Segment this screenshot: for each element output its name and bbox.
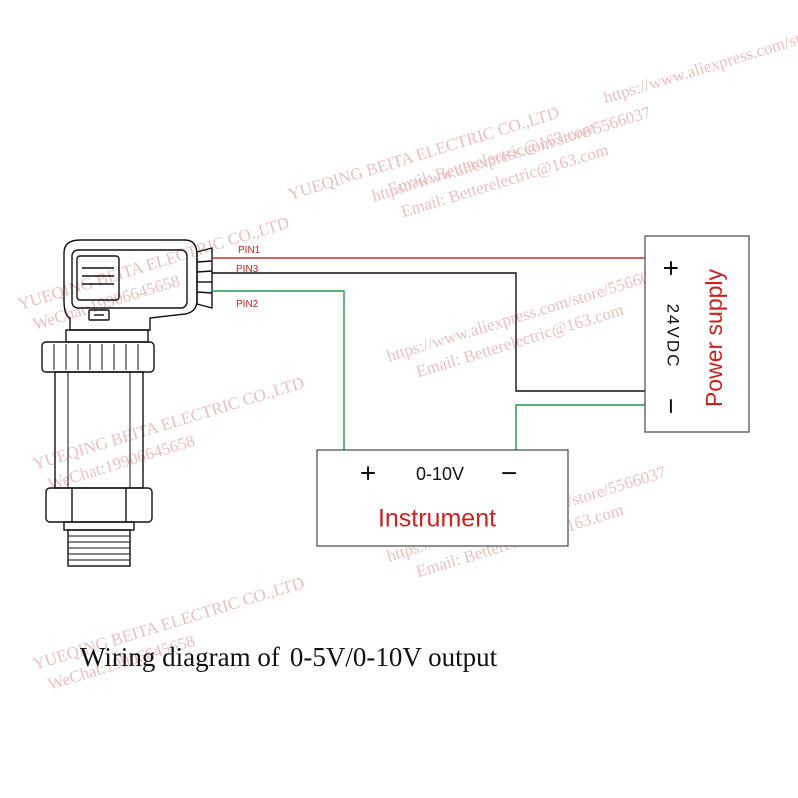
pressure-transmitter — [41, 239, 213, 567]
collar — [63, 521, 135, 531]
connector-inner-frame — [71, 249, 188, 309]
power-supply-voltage: 24VDC — [664, 304, 683, 369]
watermark-company: YUEQING BEITA ELECTRIC CO.,LTD — [31, 373, 307, 474]
wire-pin2-green — [212, 290, 345, 450]
connector-screw — [88, 309, 110, 321]
power-supply-label: Power supply — [701, 268, 727, 407]
power-supply-box: + 24VDC − Power supply — [644, 235, 750, 433]
knurled-ring — [41, 341, 155, 373]
caption-part2: 0-5V/0-10V output — [289, 642, 498, 672]
instrument-plus: + — [360, 457, 376, 488]
cable-gland — [196, 247, 213, 309]
power-supply-minus: − — [656, 398, 687, 414]
pin1-label: PIN1 — [238, 245, 261, 256]
instrument-label: Instrument — [378, 505, 496, 533]
wires — [212, 257, 645, 450]
watermark-url: https://www.aliexpress.com/store/5566037 — [601, 4, 798, 107]
pin2-label: PIN2 — [236, 299, 259, 310]
hex-nut — [45, 487, 153, 523]
caption-part1: Wiring diagram of — [80, 642, 280, 672]
diagram-caption: Wiring diagram of 0-5V/0-10V output — [80, 642, 497, 673]
instrument-box: + 0-10V − Instrument — [316, 449, 569, 547]
connector-label-plate — [76, 255, 120, 301]
knurl-lines — [53, 344, 139, 370]
instrument-range: 0-10V — [416, 464, 464, 484]
instrument-minus: − — [501, 457, 517, 488]
watermark-url: https://www.aliexpress.com/store/5566037 — [384, 262, 668, 365]
wire-pin3-black — [212, 272, 645, 392]
neck — [65, 329, 149, 343]
wire-instrument-minus-green — [515, 404, 645, 450]
thread-lines — [68, 535, 130, 561]
power-supply-plus: + — [656, 260, 687, 276]
pin3-label: PIN3 — [236, 264, 259, 275]
